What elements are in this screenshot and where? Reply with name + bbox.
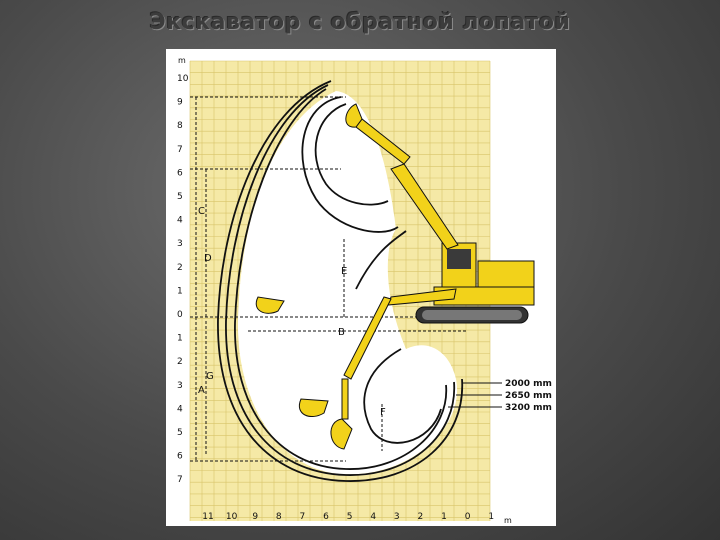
bucket-ground xyxy=(255,296,285,314)
y-tick-label: 1 xyxy=(177,334,183,344)
y-unit-label: m xyxy=(178,56,186,65)
dimension-label-g: G xyxy=(206,371,214,382)
excavator xyxy=(330,103,535,450)
dimension-label-d: D xyxy=(204,253,212,264)
envelope-outer xyxy=(217,80,463,482)
reach-envelopes xyxy=(217,80,463,482)
x-tick-label: 11 xyxy=(202,512,213,522)
x-tick-label: 7 xyxy=(300,512,306,522)
x-tick-label: 1 xyxy=(441,512,447,522)
dimension-label-e: E xyxy=(341,266,347,277)
y-tick-label: 0 xyxy=(177,310,183,320)
envelope-middle xyxy=(225,84,455,476)
x-tick-label: 5 xyxy=(347,512,353,522)
y-tick-label: 5 xyxy=(177,192,183,202)
y-tick-label: 7 xyxy=(177,145,183,155)
y-tick-label: 8 xyxy=(177,121,183,131)
x-tick-label: 0 xyxy=(465,512,471,522)
callout-labels: 2000 mm 2650 mm 3200 mm xyxy=(505,379,552,413)
x-tick-label: 3 xyxy=(394,512,400,522)
y-tick-label: 4 xyxy=(177,216,183,226)
engine-cover xyxy=(477,260,535,288)
boom-raised xyxy=(390,163,459,250)
x-tick-label: 9 xyxy=(252,512,258,522)
dimension-label-a: A xyxy=(198,385,205,396)
y-tick-label: 3 xyxy=(177,381,183,391)
stick-lowered xyxy=(343,296,392,380)
y-tick-label: 1 xyxy=(177,286,183,296)
inner-arc-upper xyxy=(301,96,399,233)
y-tick-label: 6 xyxy=(177,168,183,178)
y-tick-label: 5 xyxy=(177,428,183,438)
track-inner xyxy=(422,310,522,320)
dimension-label-b: B xyxy=(338,327,345,338)
bucket-raised xyxy=(345,103,363,128)
x-tick-label: 10 xyxy=(226,512,238,522)
bucket-lowered xyxy=(330,418,353,450)
dimension-label-c: C xyxy=(198,206,205,217)
cab-window xyxy=(447,249,471,269)
bucket-depth xyxy=(298,398,329,417)
stick-lowered-2 xyxy=(341,378,349,420)
dimension-label-f: F xyxy=(380,407,386,418)
boom-arc xyxy=(355,230,407,290)
x-tick-label: 1 xyxy=(488,512,494,522)
slide-title: Экскаватор с обратной лопатой xyxy=(149,10,571,35)
y-tick-label: 9 xyxy=(177,98,183,108)
y-tick-label: 2 xyxy=(177,357,183,367)
callout-label: 3200 mm xyxy=(505,403,552,413)
x-tick-label: 2 xyxy=(418,512,424,522)
y-tick-label: 10 xyxy=(177,74,189,84)
working-zone xyxy=(237,91,458,475)
inner-arc-upper-2 xyxy=(314,103,389,206)
inner-arc-lower xyxy=(363,348,442,444)
dimension-labels: C D E B GA F xyxy=(198,206,386,418)
y-tick-label: 7 xyxy=(177,475,183,485)
y-tick-label: 3 xyxy=(177,239,183,249)
y-tick-label: 6 xyxy=(177,452,183,462)
envelope-inner xyxy=(234,88,447,470)
callout-label: 2000 mm xyxy=(505,379,552,389)
x-tick-label: 6 xyxy=(323,512,329,522)
x-tick-label: 8 xyxy=(276,512,282,522)
callout-leaders xyxy=(448,382,502,408)
x-unit-label: m xyxy=(504,516,512,525)
x-tick-label: 4 xyxy=(370,512,376,522)
y-tick-label: 4 xyxy=(177,404,183,414)
callout-label: 2650 mm xyxy=(505,391,552,401)
y-tick-label: 2 xyxy=(177,263,183,273)
